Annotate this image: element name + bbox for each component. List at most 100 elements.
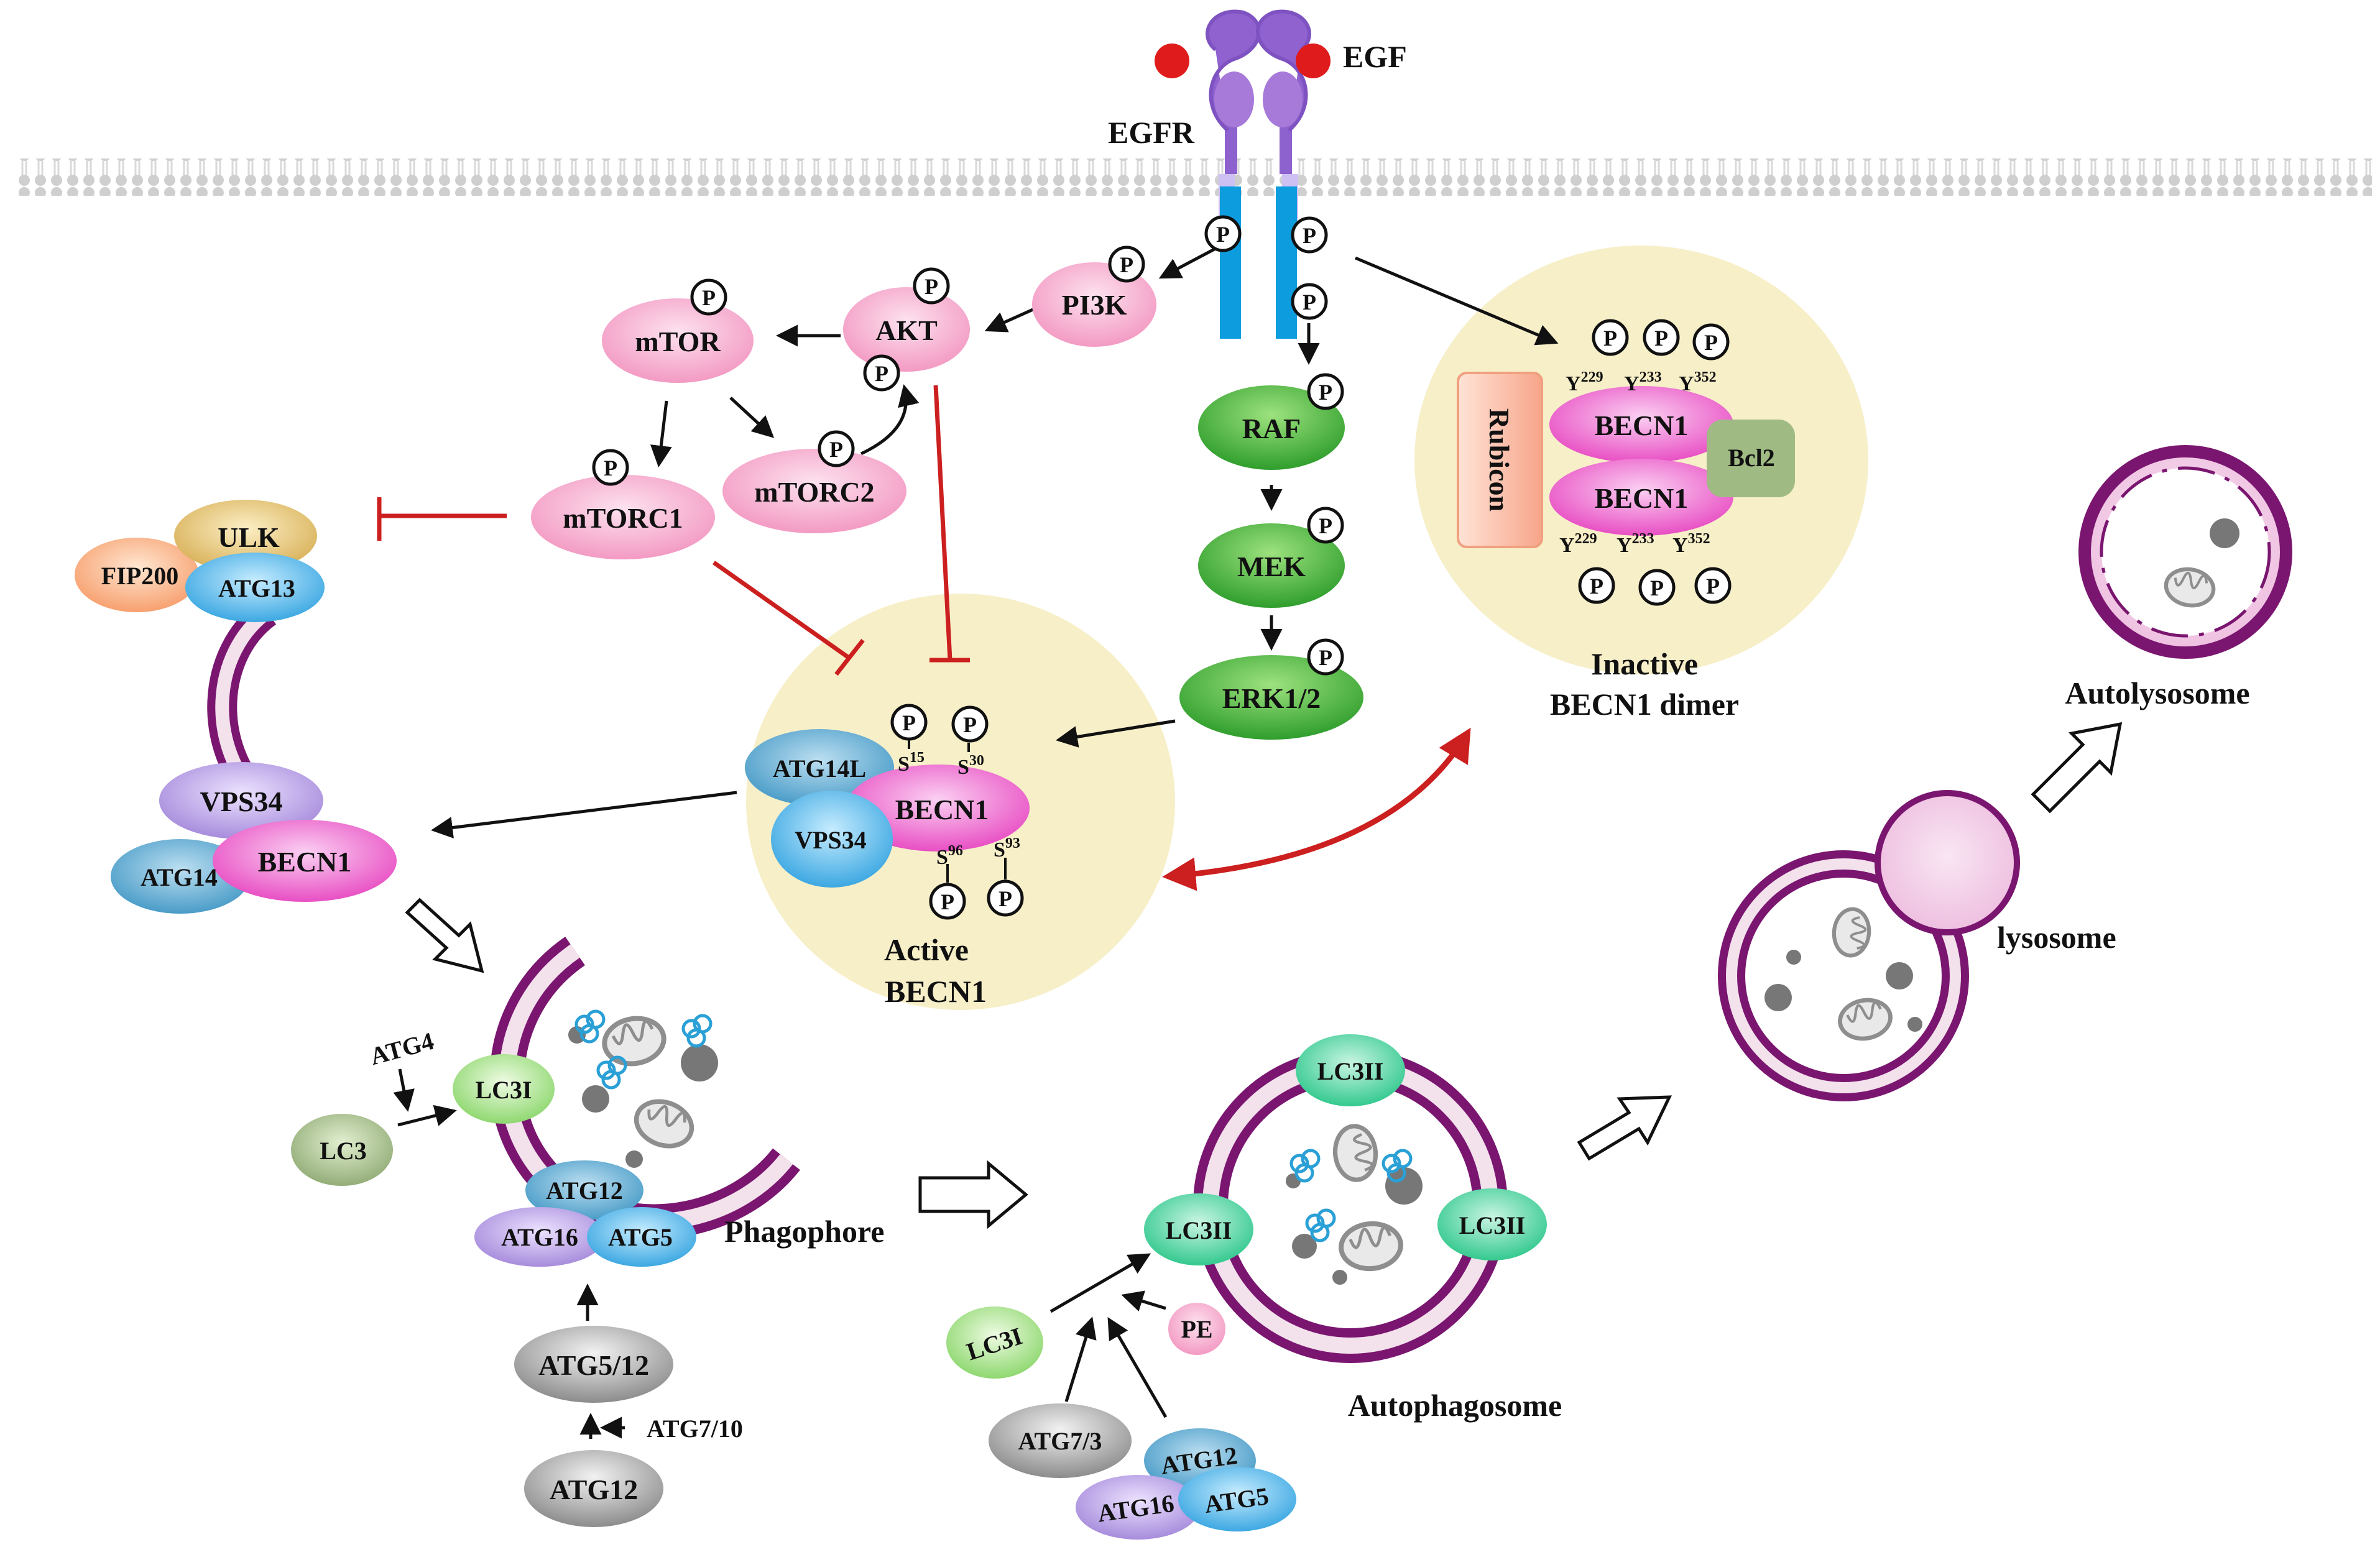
atg13-node bbox=[185, 553, 325, 622]
svg-text:P: P bbox=[604, 456, 617, 480]
akt-node: AKT bbox=[843, 287, 970, 372]
site-label: Y233 bbox=[1624, 369, 1662, 395]
svg-text:P: P bbox=[1704, 330, 1718, 355]
erk-node: ERK1/2 bbox=[1179, 655, 1363, 740]
lysosome bbox=[1875, 790, 2020, 935]
phospho-badge: P bbox=[1592, 319, 1629, 356]
plasma-membrane bbox=[16, 158, 2372, 196]
svg-text:LC3II: LC3II bbox=[1317, 1057, 1384, 1085]
pe-node: PE bbox=[1168, 1303, 1225, 1355]
atg12-atg16-atg5-complex: ATG12 ATG16 ATG5 bbox=[1076, 1428, 1296, 1540]
svg-text:BECN1: BECN1 bbox=[258, 846, 352, 878]
autolysosome bbox=[2078, 445, 2292, 659]
phospho-badge: P bbox=[1643, 319, 1680, 356]
inactive-dimer-caption: BECN1 dimer bbox=[1550, 687, 1739, 722]
phospho-badge: P bbox=[690, 278, 727, 316]
lc3i-node: LC3I bbox=[946, 1306, 1043, 1379]
svg-text:P: P bbox=[1319, 380, 1332, 405]
process-arrow bbox=[405, 898, 484, 973]
phagophore-cargo bbox=[568, 1011, 718, 1168]
site-label: Y229 bbox=[1566, 369, 1603, 395]
phospho-badge: P bbox=[1307, 507, 1344, 544]
svg-text:PE: PE bbox=[1181, 1315, 1212, 1343]
phagophore-caption: Phagophore bbox=[724, 1214, 884, 1249]
svg-text:P: P bbox=[1590, 574, 1603, 599]
inhibition-lines bbox=[377, 385, 970, 676]
inactive-dimer-caption: Inactive bbox=[1591, 646, 1698, 681]
svg-text:mTOR: mTOR bbox=[635, 326, 721, 357]
svg-text:ATG12: ATG12 bbox=[550, 1474, 638, 1505]
signaling-arrows bbox=[431, 247, 1559, 838]
lc3i-node: LC3I bbox=[453, 1054, 555, 1124]
phospho-badge: P bbox=[818, 430, 855, 467]
svg-text:ULK: ULK bbox=[218, 521, 280, 553]
svg-text:P: P bbox=[925, 274, 938, 299]
svg-text:P: P bbox=[1706, 574, 1720, 599]
process-arrow bbox=[918, 1160, 1028, 1229]
phospho-badge: P bbox=[987, 879, 1024, 917]
phospho-badge: P bbox=[1108, 246, 1145, 283]
svg-text:LC3: LC3 bbox=[320, 1137, 367, 1165]
mtorc1-node: mTORC1 bbox=[531, 475, 715, 559]
autophagosome-cargo bbox=[1286, 1122, 1423, 1285]
svg-text:MEK: MEK bbox=[1237, 551, 1306, 582]
svg-text:P: P bbox=[1650, 576, 1664, 600]
ulk-node bbox=[174, 500, 317, 572]
autophagosome-lysosome-fusion bbox=[1718, 790, 2020, 1101]
phospho-badge: P bbox=[592, 449, 629, 486]
svg-text:Rubicon: Rubicon bbox=[1483, 408, 1515, 512]
phospho-badge: P bbox=[1204, 215, 1242, 252]
atg12-node: ATG12 bbox=[524, 1450, 663, 1527]
phospho-badge: P bbox=[929, 883, 966, 920]
svg-text:ATG16: ATG16 bbox=[501, 1223, 578, 1251]
atg12-atg16-atg5-complex: ATG12 ATG16 ATG5 bbox=[474, 1160, 696, 1267]
svg-text:P: P bbox=[1319, 645, 1332, 670]
phospho-badge: P bbox=[1692, 323, 1730, 360]
svg-text:ATG5: ATG5 bbox=[608, 1223, 673, 1251]
svg-text:ATG14L: ATG14L bbox=[773, 755, 866, 783]
initiation-complex: FIP200 ULK ATG13 VPS34 ATG14 BECN1 bbox=[75, 500, 397, 914]
svg-text:RAF: RAF bbox=[1242, 413, 1301, 444]
svg-text:ERK1/2: ERK1/2 bbox=[1222, 682, 1321, 714]
svg-text:LC3II: LC3II bbox=[1459, 1211, 1526, 1239]
phospho-badge: P bbox=[1291, 283, 1328, 320]
process-arrow bbox=[2031, 722, 2123, 814]
autolysosome-label: Autolysosome bbox=[2065, 676, 2249, 710]
active-becn1-complex: ATG14L BECN1 VPS34 bbox=[745, 729, 1030, 888]
svg-text:ATG12: ATG12 bbox=[546, 1177, 623, 1205]
svg-text:ATG14: ATG14 bbox=[141, 863, 218, 891]
rubicon-node bbox=[1457, 372, 1543, 548]
svg-text:P: P bbox=[999, 886, 1012, 911]
svg-text:VPS34: VPS34 bbox=[200, 786, 283, 817]
svg-text:P: P bbox=[1654, 326, 1668, 351]
egf-label: EGF bbox=[1343, 39, 1407, 74]
phospho-badge: P bbox=[1638, 569, 1676, 606]
phospho-badge: P bbox=[890, 704, 928, 741]
svg-text:ATG7/3: ATG7/3 bbox=[1018, 1427, 1102, 1455]
egfr-label: EGFR bbox=[1108, 115, 1195, 150]
lc3ii-left-node: LC3II bbox=[1144, 1193, 1253, 1265]
active-becn1-caption: Active bbox=[884, 932, 969, 967]
atg5-12-node: ATG5/12 bbox=[514, 1326, 673, 1403]
phospho-badge: P bbox=[1307, 373, 1344, 410]
atg7-3-node: ATG7/3 bbox=[989, 1403, 1132, 1478]
bcl2-node bbox=[1707, 420, 1795, 497]
fip200-node bbox=[75, 538, 199, 612]
svg-text:Bcl2: Bcl2 bbox=[1728, 444, 1775, 472]
atg7-10-label: ATG7/10 bbox=[647, 1415, 743, 1443]
atg14l-node bbox=[745, 729, 894, 806]
svg-text:LC3I: LC3I bbox=[475, 1076, 532, 1104]
becn1-node bbox=[213, 820, 397, 902]
inactive-becn1-dimer: Rubicon BECN1 BECN1 Bcl2 bbox=[1457, 372, 1795, 548]
svg-text:P: P bbox=[1303, 223, 1316, 248]
svg-text:P: P bbox=[1603, 326, 1617, 351]
svg-text:P: P bbox=[829, 437, 843, 462]
svg-text:P: P bbox=[1216, 222, 1230, 247]
svg-text:BECN1: BECN1 bbox=[895, 794, 989, 825]
phospho-badge: P bbox=[1578, 567, 1615, 604]
active-becn1-caption: BECN1 bbox=[885, 974, 987, 1009]
phospho-badge: P bbox=[1694, 567, 1732, 604]
mtor-node: mTOR bbox=[602, 298, 754, 383]
phospho-badge: P bbox=[863, 354, 900, 392]
